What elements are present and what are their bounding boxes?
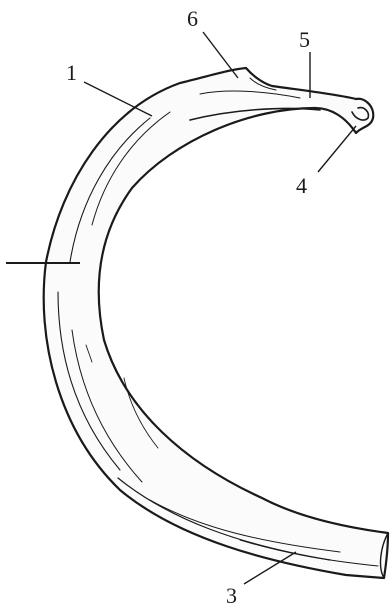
label-6: 6 xyxy=(187,6,198,31)
leader-line-6 xyxy=(203,32,238,78)
rib-bone xyxy=(44,68,388,578)
label-5: 5 xyxy=(299,27,310,52)
label-4: 4 xyxy=(296,173,307,198)
leader-line-4 xyxy=(318,126,356,172)
rib-body xyxy=(44,68,388,578)
leader-line-1 xyxy=(84,82,152,116)
label-1: 1 xyxy=(66,60,77,85)
label-3: 3 xyxy=(226,583,237,608)
